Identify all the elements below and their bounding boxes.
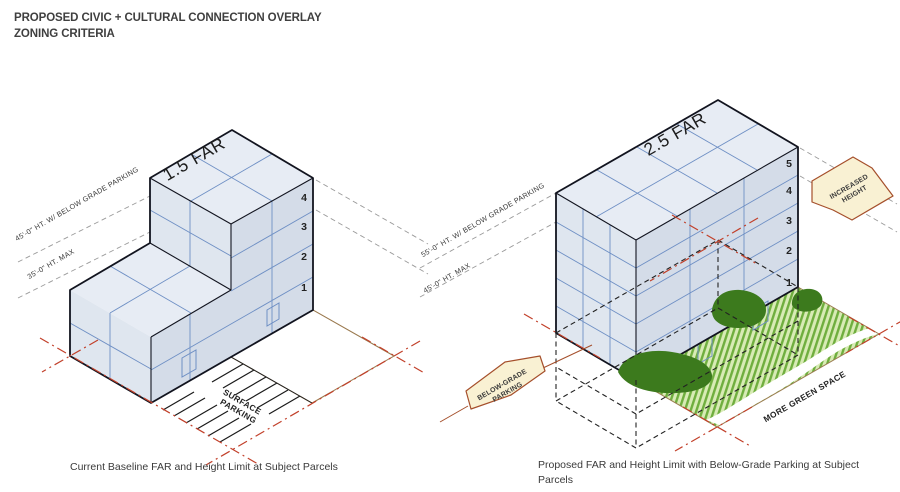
left-caption: Current Baseline FAR and Height Limit at… (70, 461, 338, 473)
height-line-45ft (419, 221, 557, 298)
increased-height-tag: INCREASED HEIGHT (811, 156, 894, 221)
floor-1: 1 (786, 277, 792, 289)
floor-numbers-left: 4 3 2 1 (301, 192, 307, 294)
height-line-35ft-right (315, 209, 429, 275)
entry-door (181, 349, 197, 378)
floor-3: 3 (301, 221, 307, 233)
right-face (636, 147, 798, 380)
floor-3: 3 (786, 215, 792, 227)
left-face (556, 193, 636, 380)
floor-numbers-right: 5 4 3 2 1 (786, 158, 792, 289)
height-label-35ft: 35'-0" HT. MAX (26, 247, 76, 281)
planting-mounds (618, 288, 823, 394)
tree-mound (711, 289, 766, 328)
floor-4: 4 (301, 192, 307, 204)
property-lines-right (523, 214, 900, 452)
title-line-1: PROPOSED CIVIC + CULTURAL CONNECTION OVE… (14, 12, 322, 24)
height-line-35ft (17, 231, 151, 299)
green-space-area (636, 287, 879, 427)
height-label-45ft: 45'-0" HT. W/ BELOW GRADE PARKING (13, 165, 140, 243)
tree-mound (618, 350, 713, 394)
right-caption-line-1: Proposed FAR and Height Limit with Below… (538, 459, 859, 471)
building-inner-edges (149, 177, 314, 403)
floor-grid-lines (555, 123, 799, 365)
below-grade-parking-volume (555, 239, 799, 449)
floor-2: 2 (786, 245, 792, 257)
increased-height-banner (811, 156, 894, 221)
tower-left-face (150, 178, 231, 290)
building-outline (69, 129, 314, 404)
building-massing-25far: 2.5 FAR 5 4 3 2 1 (555, 99, 799, 381)
floor-2: 2 (301, 251, 307, 263)
surface-parking-label: SURFACE PARKING (216, 387, 265, 427)
parking-edge (230, 356, 313, 404)
title-line-2: ZONING CRITERIA (14, 28, 115, 40)
floor-4: 4 (786, 185, 792, 197)
height-label-45ft: 45'-0" HT. MAX (422, 261, 472, 295)
below-grade-banner (465, 355, 546, 410)
page-title: PROPOSED CIVIC + CULTURAL CONNECTION OVE… (14, 12, 322, 40)
right-diagram-proposed: 55'-0" HT. W/ BELOW GRADE PARKING 45'-0"… (419, 99, 900, 486)
green-space-path (706, 328, 879, 426)
floor-grid-lines (69, 153, 314, 381)
green-space-path (231, 348, 394, 397)
property-lines-left (39, 336, 427, 466)
floor-5: 5 (786, 158, 792, 170)
height-line-55ft-right (799, 147, 898, 205)
tree-mound (791, 288, 823, 312)
entry-door (266, 302, 280, 327)
floor-1: 1 (301, 282, 307, 294)
height-line-55ft (419, 192, 557, 269)
height-line-45ft-right (315, 179, 429, 245)
height-label-55ft: 55'-0" HT. W/ BELOW GRADE PARKING (419, 181, 546, 259)
building-massing-15far: 1.5 FAR 4 3 2 1 (69, 129, 314, 404)
height-line-45ft (17, 195, 151, 263)
below-grade-tag: BELOW-GRADE PARKING (439, 344, 593, 423)
right-caption-line-2: Parcels (538, 474, 573, 486)
left-diagram-current-baseline: 45'-0" HT. W/ BELOW GRADE PARKING 35'-0"… (13, 129, 429, 473)
